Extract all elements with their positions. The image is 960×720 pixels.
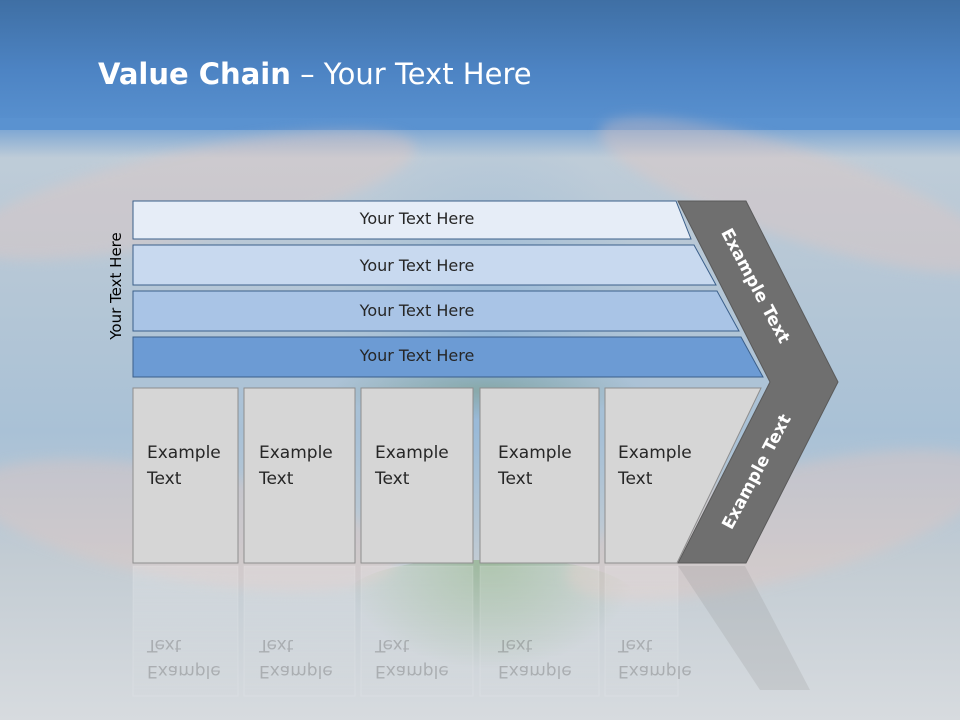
chevron-arrow (677, 200, 839, 564)
activity-label-3-reflection: Example Text (375, 635, 449, 681)
row-label-4: Your Text Here (359, 346, 475, 365)
row-bar-2 (132, 244, 717, 286)
activity-label-1: Example Text (147, 443, 221, 489)
slide-title-bold: Value Chain (98, 57, 291, 91)
diagram-reflection (132, 565, 810, 697)
activity-label-4: Example Text (498, 443, 572, 489)
activity-label-2: Example Text (259, 443, 333, 489)
activity-box-1 (132, 387, 239, 564)
activity-label-4-reflection: Example Text (498, 635, 572, 681)
row-label-1: Your Text Here (359, 209, 475, 228)
activity-label-1-reflection: Example Text (147, 635, 221, 681)
activity-label-5-reflection: Example Text (618, 635, 692, 681)
row-bar-3 (132, 290, 740, 332)
activity-label-5: Example Text (618, 443, 692, 489)
row-label-2: Your Text Here (359, 256, 475, 275)
activity-box-3 (360, 387, 474, 564)
activity-box-4 (479, 387, 600, 564)
row-bar-4 (132, 336, 764, 378)
row-label-3: Your Text Here (359, 301, 475, 320)
slide-title-rest: – Your Text Here (290, 57, 532, 91)
activity-label-3: Example Text (375, 443, 449, 489)
row-bar-1 (132, 200, 692, 240)
slide-title: Value Chain – Your Text Here (98, 52, 532, 96)
activity-label-2-reflection: Example Text (259, 635, 333, 681)
title-bar (0, 0, 960, 130)
activity-box-5 (604, 387, 762, 564)
activity-box-2 (243, 387, 356, 564)
